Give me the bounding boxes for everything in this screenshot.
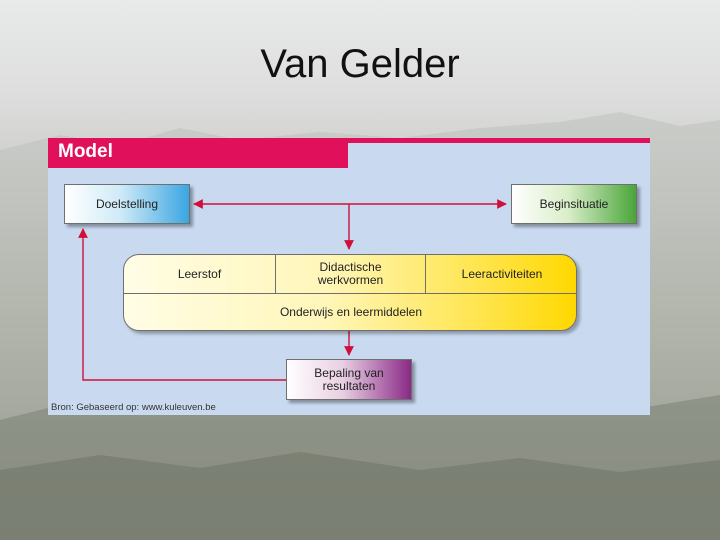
didactische-label-line2: werkvormen — [317, 273, 384, 287]
diagram-arrows — [78, 199, 507, 381]
bepaling-label-line2: resultaten — [322, 378, 376, 393]
onderwijs-leermiddelen-cell: Onderwijs en leermiddelen — [124, 294, 576, 330]
leeractiviteiten-cell: Leeractiviteiten — [426, 255, 576, 293]
figure-header-line — [348, 138, 650, 143]
slide-title: Van Gelder — [260, 42, 460, 86]
doelstelling-box: Doelstelling — [64, 184, 190, 224]
didactic-components-box: Leerstof Didactische werkvormen Leeracti… — [123, 254, 577, 331]
beginsituatie-label: Beginsituatie — [539, 197, 609, 211]
source-caption: Bron: Gebaseerd op: www.kuleuven.be — [51, 402, 216, 413]
didactische-werkvormen-cell: Didactische werkvormen — [275, 255, 426, 293]
arrow-feedback-loop — [78, 228, 286, 381]
leerstof-cell: Leerstof — [124, 255, 275, 293]
beginsituatie-box: Beginsituatie — [511, 184, 637, 224]
bepaling-resultaten-box: Bepaling van resultaten — [286, 359, 412, 400]
leeractiviteiten-label: Leeractiviteiten — [461, 266, 543, 281]
row-divider — [124, 293, 576, 294]
onderwijs-label: Onderwijs en leermiddelen — [279, 305, 423, 319]
bepaling-label-line1: Bepaling van — [314, 365, 384, 380]
figure-title: Model — [58, 141, 113, 162]
model-diagram: Model Doelstelling Beginsituatie Leersto… — [48, 138, 650, 415]
leerstof-label: Leerstof — [177, 266, 222, 281]
didactische-label-line1: Didactische — [319, 260, 382, 274]
doelstelling-label: Doelstelling — [95, 197, 159, 211]
figure-header — [48, 138, 348, 168]
